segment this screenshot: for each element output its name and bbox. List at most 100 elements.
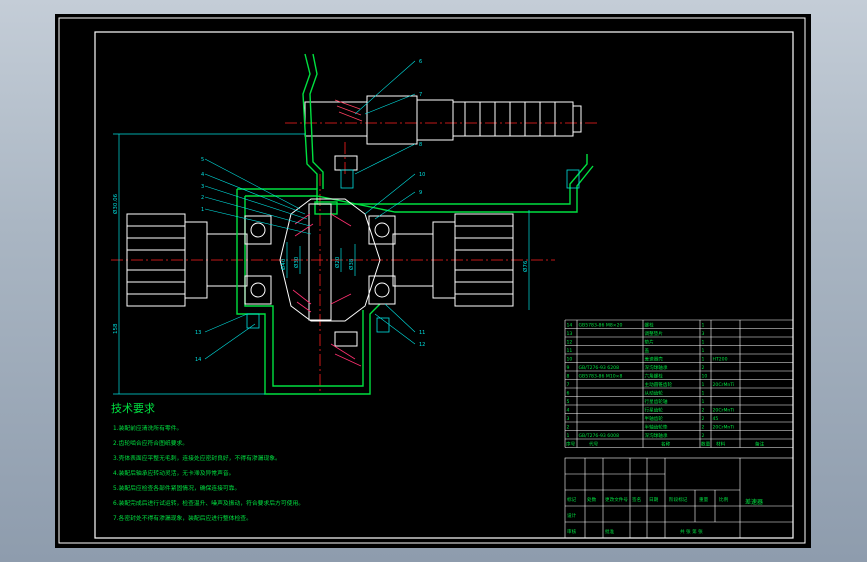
tb-sheet: 共 张 第 张 bbox=[680, 528, 703, 535]
bom-header-material: 材料 bbox=[716, 440, 726, 447]
bom-cell-no: 11 bbox=[567, 348, 573, 354]
centerlines bbox=[111, 122, 600, 394]
tech-req-title: 技术要求 bbox=[111, 402, 155, 415]
gear-hatch bbox=[292, 213, 362, 367]
callout-4: 4 bbox=[201, 172, 204, 178]
pinion-hatch bbox=[334, 99, 363, 122]
bom-cell-no: 3 bbox=[567, 416, 570, 422]
bom-cell-qty: 2 bbox=[702, 407, 705, 413]
tb-scale: 比例 bbox=[719, 496, 729, 503]
bom-cell-no: 6 bbox=[567, 390, 570, 396]
bom-cell-name: 行星齿轮轴 bbox=[645, 398, 668, 405]
bom-cell-no: 4 bbox=[567, 407, 570, 413]
bom-cell-name: 螺栓 bbox=[645, 321, 655, 328]
dim-center-3: Ø20 bbox=[334, 256, 341, 268]
outer-border bbox=[58, 17, 806, 544]
tb-change: 更改文件号 bbox=[605, 496, 628, 503]
callout-8: 10 bbox=[419, 172, 425, 178]
dim-center-1: Ø40 bbox=[280, 258, 287, 270]
tech-req-item: 3.壳体表面应平整无毛刺，连接处应密封良好，不得有渗漏现象。 bbox=[113, 454, 281, 462]
bom-cell-no: 8 bbox=[567, 373, 570, 379]
bom-cell-no: 5 bbox=[567, 399, 570, 405]
callout-7: 1 bbox=[201, 207, 204, 213]
bom-cell-note: 45 bbox=[713, 416, 719, 422]
callout-10: 11 bbox=[419, 330, 425, 336]
bom-cell-name: 半轴齿轮 bbox=[645, 415, 664, 422]
bom-cell-qty: 1 bbox=[702, 348, 705, 354]
callout-13: 14 bbox=[195, 357, 201, 363]
tech-req-item: 7.各密封处不得有渗漏现象，装配后应进行整体检查。 bbox=[113, 514, 252, 522]
bom-cell-code: GB/T276-93 6208 bbox=[579, 365, 620, 371]
bom-cell-qty: 10 bbox=[702, 373, 708, 379]
tech-req-item: 5.装配后应检查各部件紧固情况，确保连接可靠。 bbox=[113, 484, 240, 492]
callout-6: 2 bbox=[201, 195, 204, 201]
bom-cell-qty: 1 bbox=[702, 390, 705, 396]
drawing-svg: Ø30.06 158 Ø76 Ø40 Ø30 Ø20 Ø38 6 7 8 5 4… bbox=[58, 17, 806, 544]
tb-mark: 标记 bbox=[567, 496, 577, 503]
tb-weight: 重量 bbox=[699, 496, 709, 503]
bom-cell-name: 盖 bbox=[645, 347, 650, 354]
right-wheel bbox=[392, 213, 514, 307]
title-block bbox=[564, 457, 794, 539]
callout-0: 6 bbox=[419, 59, 422, 65]
bom-cell-qty: 1 bbox=[702, 356, 705, 362]
bom-header-note: 备注 bbox=[755, 440, 765, 447]
callout-9: 9 bbox=[419, 190, 422, 196]
tb-drawing-title: 差速器 bbox=[745, 498, 763, 506]
bom-cell-no: 1 bbox=[567, 433, 570, 439]
bom-cell-name: 调整垫片 bbox=[645, 330, 664, 337]
bom-header-no: 序号 bbox=[566, 440, 576, 447]
bom-cell-name: 主动圆锥齿轮 bbox=[645, 381, 673, 388]
bom-cell-code: GB5783-86 M10×8 bbox=[579, 373, 623, 379]
bom-cell-note: 20CrMnTi bbox=[713, 407, 735, 413]
tb-check: 审核 bbox=[567, 528, 577, 535]
bom-cell-no: 10 bbox=[567, 356, 573, 362]
title-block-text: 标记 处数 更改文件号 签名 日期 设计 审核 批准 阶段标记 重量 比例 共 … bbox=[567, 496, 763, 535]
bom-cell-name: 垫片 bbox=[645, 338, 655, 345]
bom-cell-qty: 2 bbox=[702, 365, 705, 371]
tech-req-item: 4.装配后轴承应转动灵活，无卡滞及异常声音。 bbox=[113, 469, 234, 477]
tech-req-list: 1.装配前应清洗所有零件。 2.齿轮啮合应符合图纸要求。 3.壳体表面应平整无毛… bbox=[113, 424, 304, 522]
bom-cell-note: 20CrMnTi bbox=[713, 382, 735, 388]
callout-2: 8 bbox=[419, 142, 422, 148]
bom-header-qty: 数量 bbox=[701, 440, 711, 447]
callout-12: 13 bbox=[195, 330, 201, 336]
bom-cell-no: 12 bbox=[567, 339, 573, 345]
bom-cell-qty: 2 bbox=[702, 416, 705, 422]
dimension-labels: Ø30.06 158 Ø76 Ø40 Ø30 Ø20 Ø38 bbox=[112, 193, 529, 334]
bom-cell-name: 半轴齿轮垫 bbox=[645, 423, 668, 430]
bom-cell-qty: 2 bbox=[702, 433, 705, 439]
bom-cell-no: 13 bbox=[567, 331, 573, 337]
bom-cell-note: HT200 bbox=[713, 356, 728, 362]
tb-stage: 阶段标记 bbox=[669, 496, 688, 503]
bom-cell-qty: 1 bbox=[702, 339, 705, 345]
bom-cell-name: 差速器壳 bbox=[645, 355, 664, 362]
bom-cell-qty: 2 bbox=[702, 424, 705, 430]
callout-3: 5 bbox=[201, 157, 204, 163]
tb-sign: 签名 bbox=[632, 496, 641, 503]
bom-header-name: 名称 bbox=[661, 440, 671, 447]
callout-1: 7 bbox=[419, 92, 422, 98]
leader-lines bbox=[204, 60, 416, 360]
dim-center-2: Ø30 bbox=[293, 256, 300, 268]
bom-cell-name: 六角螺栓 bbox=[645, 372, 664, 379]
dim-right-dia: Ø76 bbox=[522, 260, 529, 272]
bom-cell-no: 7 bbox=[567, 382, 570, 388]
dim-left-lower: 158 bbox=[113, 323, 119, 334]
callout-5: 3 bbox=[201, 184, 204, 190]
callout-11: 12 bbox=[419, 342, 425, 348]
bom-cell-code: GB/T276-93 6008 bbox=[579, 433, 620, 439]
tech-req-item: 2.齿轮啮合应符合图纸要求。 bbox=[113, 439, 188, 447]
right-half-shaft bbox=[304, 95, 582, 145]
dim-left-height: Ø30.06 bbox=[112, 193, 119, 214]
drawing-canvas[interactable]: Ø30.06 158 Ø76 Ø40 Ø30 Ø20 Ø38 6 7 8 5 4… bbox=[55, 14, 811, 548]
bom-cell-name: 行星齿轮 bbox=[645, 406, 664, 413]
diff-case bbox=[244, 155, 396, 347]
tb-approve: 批准 bbox=[605, 528, 615, 535]
tb-count: 处数 bbox=[587, 496, 597, 503]
bom-cell-no: 14 bbox=[567, 322, 573, 328]
bom-cell-name: 深沟球轴承 bbox=[645, 364, 668, 371]
bom-cell-qty: 1 bbox=[702, 382, 705, 388]
